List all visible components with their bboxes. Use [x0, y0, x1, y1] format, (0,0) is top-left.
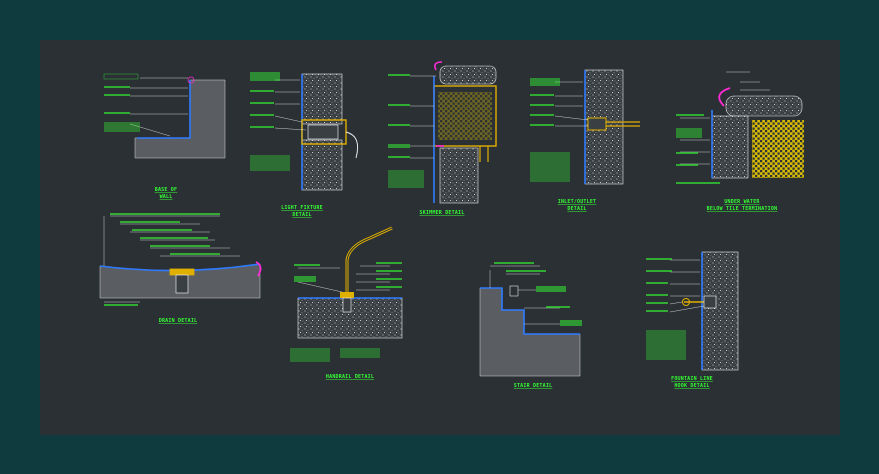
annotation-leaders: [669, 259, 705, 313]
annotation-notes: [290, 262, 402, 362]
annotation-notes: [388, 74, 424, 188]
caption-fountain-line-1: FOUNTAIN LINE: [671, 376, 713, 382]
annotation-leaders: [554, 81, 589, 127]
annotation-notes: [676, 114, 720, 184]
cad-drawing-sheet: BASE OF WALL LIGHT FIXTURE DETAIL: [40, 40, 840, 435]
caption-drain: DRAIN DETAIL: [159, 318, 198, 324]
annotation-notes: [250, 72, 290, 171]
annotation-notes: [494, 262, 582, 326]
detail-under-water-tile-termination: UNDER WATER BELOW TILE TERMINATION: [676, 71, 804, 212]
annotation-leaders: [103, 215, 240, 303]
caption-under-water-1: UNDER WATER: [724, 199, 760, 205]
caption-skimmer: SKIMMER DETAIL: [420, 210, 465, 216]
detail-fountain-line-hook: FOUNTAIN LINE HOOK DETAIL: [646, 251, 739, 389]
annotation-notes: [103, 73, 140, 132]
detail-base-of-wall: BASE OF WALL: [103, 73, 226, 200]
detail-skimmer: SKIMMER DETAIL: [388, 61, 497, 216]
caption-light-fixture-2: DETAIL: [292, 212, 311, 218]
detail-inlet-outlet: INLET/OUTLET DETAIL: [530, 69, 640, 212]
cad-drawing: BASE OF WALL LIGHT FIXTURE DETAIL: [99, 61, 804, 389]
caption-base-of-wall-1: BASE OF: [155, 187, 177, 193]
annotation-leaders: [297, 265, 390, 293]
caption-inlet-outlet-2: DETAIL: [567, 206, 586, 212]
annotation-leaders: [410, 75, 436, 159]
caption-inlet-outlet-1: INLET/OUTLET: [558, 199, 597, 205]
detail-stair: STAIR DETAIL: [479, 262, 582, 389]
caption-light-fixture-1: LIGHT FIXTURE: [281, 205, 323, 211]
detail-light-fixture: LIGHT FIXTURE DETAIL: [250, 72, 359, 218]
caption-handrail: HANDRAIL DETAIL: [326, 374, 374, 380]
caption-base-of-wall-2: WALL: [160, 194, 173, 200]
detail-drain: DRAIN DETAIL: [99, 213, 262, 324]
caption-fountain-line-2: HOOK DETAIL: [674, 383, 709, 389]
annotation-notes: [646, 258, 686, 360]
annotation-leaders: [274, 79, 307, 131]
caption-stair: STAIR DETAIL: [514, 383, 553, 389]
annotation-notes: [530, 78, 570, 182]
annotation-leaders: [129, 77, 188, 137]
detail-handrail: HANDRAIL DETAIL: [290, 226, 403, 380]
annotation-notes: [104, 213, 220, 306]
caption-under-water-2: BELOW TILE TERMINATION: [707, 206, 778, 212]
